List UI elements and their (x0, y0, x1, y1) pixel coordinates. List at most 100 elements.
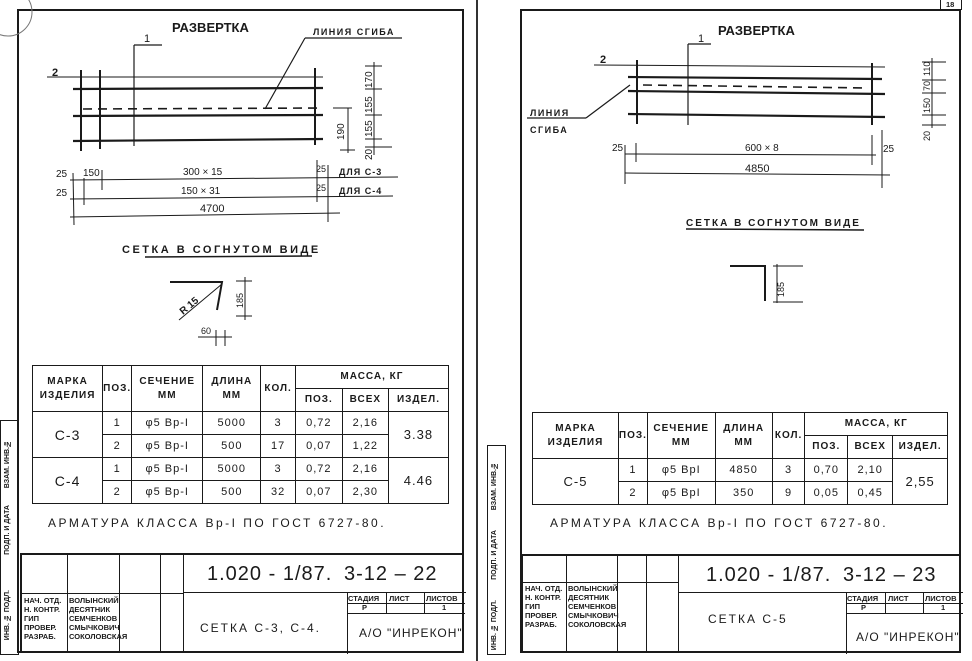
left-drawing-labels: РАЗВЕРТКА ЛИНИЯ СГИБА 1 2 190 170 155 15… (52, 20, 395, 336)
dim-150x31: 150 × 31 (181, 186, 221, 197)
table-row: С-4 1 φ5 Вр-I 5000 3 0,72 2,16 4.46 (31, 457, 450, 504)
name-checked: СМЫЧКОВИЧ (69, 623, 120, 632)
name-gip: СЕМЧЕНКОВ (69, 614, 118, 623)
sheet-number-box (940, 0, 962, 10)
bend-line-label-2: СГИБА (530, 125, 568, 135)
left-mesh-unfolded (47, 37, 402, 346)
dim-155b: 155 (364, 120, 375, 137)
organization: А/О "ИНРЕКОН" (856, 630, 960, 644)
qty-cell: 32 (260, 480, 296, 504)
dim-4700: 4700 (200, 203, 224, 215)
header-mass-all: ВСЕХ (847, 435, 894, 459)
mass-pos-cell: 0,70 (804, 458, 849, 482)
radius-label: R 15 (178, 295, 202, 317)
right-side-strip (487, 445, 506, 655)
stage-value: Р (861, 603, 867, 612)
header-mass-pos: ПОЗ. (294, 388, 343, 412)
dim-150: 150 (922, 98, 932, 113)
name-developed: СОКОЛОВСКАЯ (69, 632, 128, 641)
position-1-label: 1 (698, 33, 704, 45)
bent-view-title: СЕТКА В СОГНУТОМ ВИДЕ (686, 218, 861, 229)
dim-190: 190 (336, 123, 347, 140)
role-checked: ПРОВЕР. (525, 611, 558, 620)
left-side-strip (0, 420, 19, 655)
mass-all-cell: 1,22 (341, 434, 389, 458)
header-mass-item: ИЗДЕЛ. (387, 388, 450, 412)
bend-line-label-1: ЛИНИЯ (530, 108, 570, 118)
organization: А/О "ИНРЕКОН" (359, 626, 463, 640)
length-cell: 500 (202, 480, 262, 504)
mass-pos-cell: 0,05 (804, 481, 849, 505)
stamp (0, 0, 33, 37)
table-row: 2 φ5 Вр-I 500 32 0,07 2,30 (33, 480, 449, 504)
sheets-label: ЛИСТОВ (925, 594, 957, 603)
bend-line-label: ЛИНИЯ СГИБА (313, 27, 395, 37)
role-gip: ГИП (525, 602, 541, 611)
name-norm-control: ДЕСЯТНИК (69, 605, 111, 614)
header-qty: КОЛ. (260, 365, 296, 412)
dim-155a: 155 (364, 96, 375, 113)
length-cell: 5000 (202, 411, 262, 435)
role-gip: ГИП (24, 614, 40, 623)
section-cell: φ5 Вр-I (131, 434, 204, 458)
name-head: ВОЛЫНСКИЙ (69, 596, 119, 605)
header-mark: МАРКА ИЗДЕЛИЯ (31, 365, 104, 412)
name-norm-control: ДЕСЯТНИК (568, 593, 610, 602)
header-mass: МАССА, КГ (294, 365, 450, 389)
sheet-label: ЛИСТ (888, 594, 909, 603)
section-cell: φ5 Вр-I (131, 480, 204, 504)
dim-300x15: 300 × 15 (183, 167, 223, 178)
dim-25-top: 25 (56, 169, 68, 180)
header-length: ДЛИНА ММ (202, 365, 262, 412)
mass-pos-cell: 0,07 (294, 434, 343, 458)
drawing-title: СЕТКА С-3, С-4. (200, 621, 322, 635)
qty-cell: 17 (260, 434, 296, 458)
dim-20: 20 (922, 131, 932, 141)
mass-pos-cell: 0,07 (294, 480, 343, 504)
name-checked: СМЫЧКОВИЧ (568, 611, 619, 620)
dim-4850: 4850 (745, 163, 769, 175)
for-c3-label: ДЛЯ С-3 (339, 167, 382, 177)
rebar-class-note: АРМАТУРА КЛАССА Вр-I ПО ГОСТ 6727-80. (48, 516, 387, 530)
table-row: С-5 1 φ5 ВрI 4850 3 0,70 2,10 2,55 (532, 458, 948, 505)
mark-cell: С-3 (31, 411, 104, 458)
table-row: С-3 1 φ5 Вр-I 5000 3 0,72 2,16 3.38 (31, 411, 450, 458)
dim-70: 70 (922, 81, 932, 91)
left-spec-table: МАРКА ИЗДЕЛИЯ ПОЗ. СЕЧЕНИЕ ММ ДЛИНА ММ К… (31, 365, 450, 504)
sheets-value: 1 (941, 603, 946, 612)
item-mass-cell: 2,55 (892, 458, 948, 505)
section-cell: φ5 Вр-I (131, 457, 204, 481)
sheet-number: 18 (946, 0, 955, 9)
position-2-label: 2 (52, 67, 58, 79)
right-drawing-labels: РАЗВЕРТКА 1 2 ЛИНИЯ СГИБА 110 70 150 20 … (530, 23, 932, 297)
header-section: СЕЧЕНИЕ ММ (131, 365, 204, 412)
sheets-value: 1 (442, 603, 447, 612)
length-cell: 500 (202, 434, 262, 458)
dim-20: 20 (364, 148, 375, 160)
position-2-label: 2 (600, 54, 606, 66)
sheet-code: 3-12 – 22 (344, 563, 438, 585)
dim-185: 185 (235, 293, 245, 308)
right-title-block: НАЧ. ОТД. Н. КОНТР. ГИП ПРОВЕР. РАЗРАБ. … (521, 554, 963, 654)
document-code: 1.020 - 1/87. (207, 563, 333, 585)
sheet-label: ЛИСТ (389, 594, 410, 603)
header-mass: МАССА, КГ (804, 412, 948, 436)
item-mass-cell: 4.46 (387, 457, 450, 504)
name-gip: СЕМЧЕНКОВ (568, 602, 617, 611)
dim-110: 110 (922, 62, 932, 76)
qty-cell: 3 (260, 457, 296, 481)
qty-cell: 3 (260, 411, 296, 435)
section-cell: φ5 ВрI (646, 481, 716, 505)
document-code: 1.020 - 1/87. (706, 564, 832, 586)
dim-60: 60 (201, 326, 211, 336)
header-section: СЕЧЕНИЕ ММ (646, 412, 716, 459)
pos-cell: 1 (102, 411, 133, 435)
dim-170: 170 (364, 71, 375, 88)
header-length: ДЛИНА ММ (714, 412, 773, 459)
role-head: НАЧ. ОТД. (525, 584, 563, 593)
for-c4-label: ДЛЯ С-4 (339, 186, 382, 196)
mass-all-cell: 2,30 (341, 480, 389, 504)
mass-pos-cell: 0,72 (294, 411, 343, 435)
header-mass-pos: ПОЗ. (804, 435, 849, 459)
